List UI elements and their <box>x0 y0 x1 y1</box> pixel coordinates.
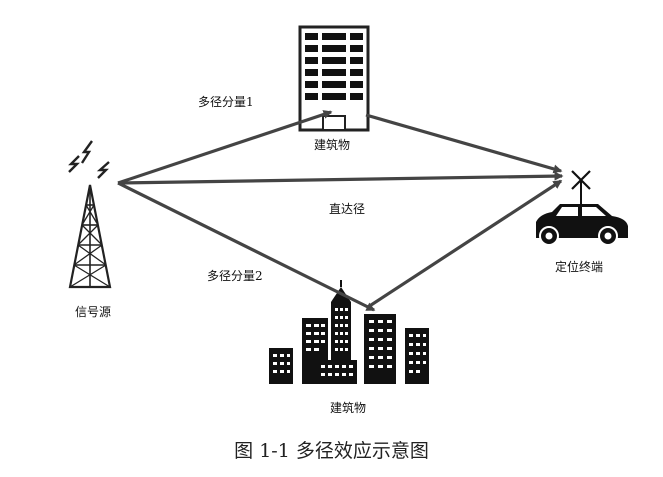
multipath-1-arrow-to-terminal <box>365 113 563 174</box>
direct-path-arrow <box>117 171 564 185</box>
building-top-label: 建筑物 <box>314 138 351 152</box>
multipath-1-label: 多径分量1 <box>198 95 254 109</box>
multipath-2-label: 多径分量2 <box>207 269 263 283</box>
signal-paths <box>117 110 564 312</box>
figure-caption: 图 1-1 多径效应示意图 <box>234 440 429 462</box>
multipath-2-arrow-to-terminal <box>367 179 563 309</box>
source-label: 信号源 <box>75 305 112 319</box>
city-skyline-icon <box>269 280 429 384</box>
signal-tower-icon <box>68 140 112 289</box>
terminal-label: 定位终端 <box>555 260 604 274</box>
car-with-antenna-icon <box>536 170 628 246</box>
office-building-icon <box>298 25 370 132</box>
building-bottom-label: 建筑物 <box>330 401 367 415</box>
multipath-1-arrow-to-building <box>117 110 333 185</box>
direct-path-label: 直达径 <box>329 202 366 216</box>
multipath-2-arrow-to-building <box>117 181 376 312</box>
